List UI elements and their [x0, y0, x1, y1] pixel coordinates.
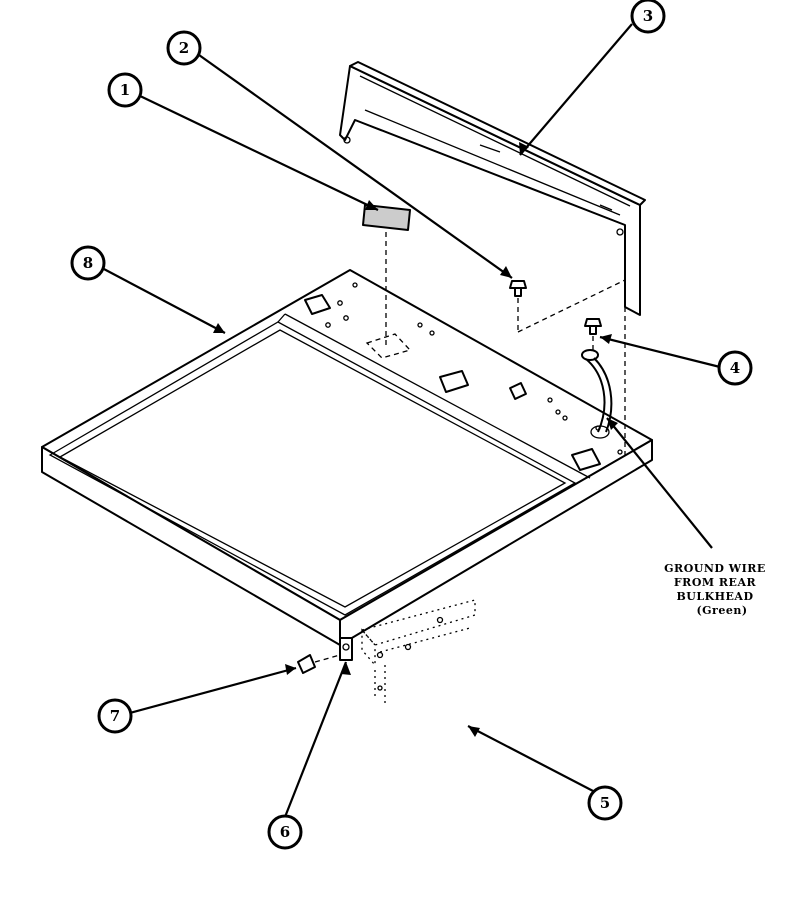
- leader-1: [137, 94, 379, 211]
- callout-3: 3: [630, 0, 666, 34]
- ground-wire-note-line3: BULKHEAD: [676, 590, 753, 603]
- leader-7: [125, 666, 297, 716]
- ground-wire-note: GROUND WIRE FROM REAR BULKHEAD (Green): [664, 562, 766, 617]
- top-panel-part: [41, 269, 653, 646]
- callout-5: 5: [587, 785, 623, 821]
- screw-part: [509, 279, 626, 333]
- control-panel-part: [339, 61, 646, 316]
- callout-8-number: 8: [83, 254, 93, 272]
- callout-3-number: 3: [643, 7, 653, 25]
- callout-7: 7: [97, 698, 133, 734]
- leader-8: [101, 267, 226, 334]
- callout-6-number: 6: [280, 823, 290, 841]
- callout-4-number: 4: [730, 359, 740, 377]
- callout-2-number: 2: [179, 39, 189, 57]
- leader-2: [191, 49, 513, 279]
- leader-5: [467, 725, 596, 793]
- hinge-parts: [297, 599, 476, 705]
- callout-1-number: 1: [120, 81, 130, 99]
- label-part: [362, 204, 411, 345]
- callout-2: 2: [166, 30, 202, 66]
- leader-6: [283, 661, 348, 818]
- leader-3: [519, 23, 633, 156]
- ground-screw-part: [581, 280, 626, 455]
- callout-4: 4: [717, 350, 753, 386]
- ground-wire-note-line4: (Green): [696, 604, 747, 617]
- leader-ground-wire: [606, 417, 713, 549]
- callout-6: 6: [267, 814, 303, 850]
- callout-7-number: 7: [110, 707, 120, 725]
- callout-5-number: 5: [600, 794, 610, 812]
- ground-wire-note-line1: GROUND WIRE: [664, 562, 766, 575]
- callout-1: 1: [107, 72, 143, 108]
- leader-4: [599, 335, 721, 369]
- callout-8: 8: [70, 245, 106, 281]
- ground-wire-note-line2: FROM REAR: [674, 576, 757, 589]
